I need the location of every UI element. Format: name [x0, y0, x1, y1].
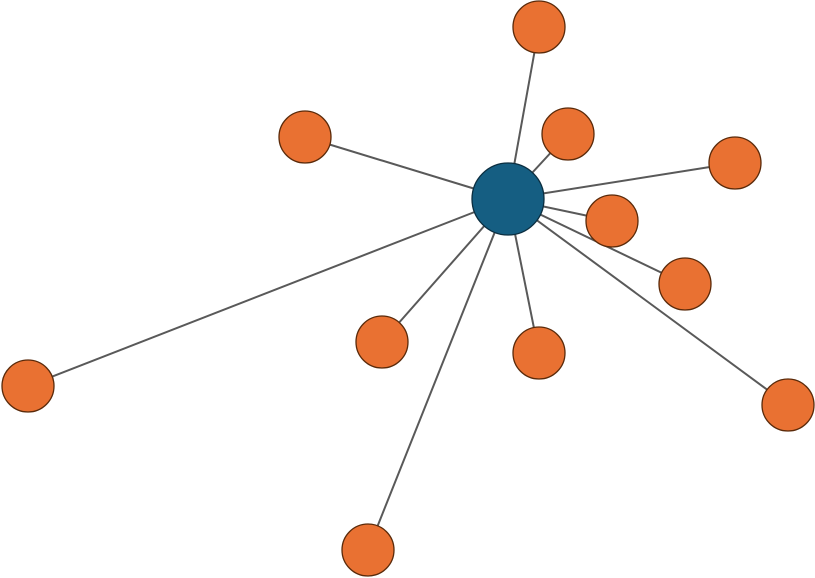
edge-leaf-10 — [27, 198, 509, 387]
node-hub — [471, 162, 545, 236]
node-leaf-9 — [761, 378, 815, 432]
node-leaf-2 — [278, 110, 332, 164]
edge-leaf-4 — [507, 162, 736, 200]
node-leaf-11 — [341, 523, 395, 577]
node-leaf-1 — [512, 0, 566, 54]
node-leaf-7 — [355, 315, 409, 369]
node-leaf-8 — [512, 326, 566, 380]
node-leaf-10 — [1, 359, 55, 413]
node-leaf-6 — [658, 257, 712, 311]
edge-leaf-11 — [367, 198, 509, 551]
node-leaf-3 — [541, 107, 595, 161]
node-leaf-4 — [708, 136, 762, 190]
node-leaf-5 — [585, 194, 639, 248]
edge-leaf-9 — [507, 198, 789, 406]
